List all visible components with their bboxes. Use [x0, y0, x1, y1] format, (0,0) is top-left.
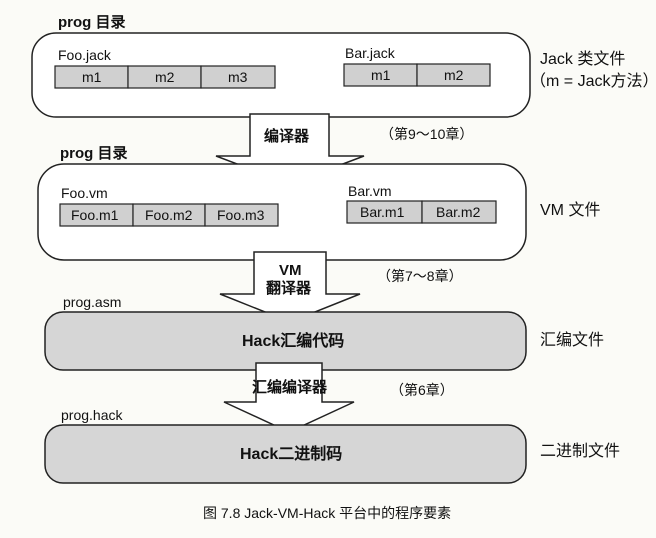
vm-translator-label-line2: 翻译器 — [266, 280, 312, 297]
foo-jack-m1-label: m1 — [82, 69, 102, 85]
hack-content-label: Hack二进制码 — [240, 446, 343, 463]
foo-vm-function-row — [59, 203, 279, 227]
jack-method-note: （m = Jack方法） — [530, 73, 656, 90]
hack-filename: prog.hack — [61, 407, 123, 423]
foo-vm-function-2: Foo.m2 — [145, 207, 193, 223]
vm-files-side-label: VM 文件 — [540, 202, 601, 219]
assembler-label: 汇编编译器 — [252, 379, 328, 396]
foo-jack-method-row — [54, 65, 276, 89]
foo-vm-function-1: Foo.m1 — [71, 207, 119, 223]
jack-files-side-label: Jack 类文件 — [540, 51, 626, 68]
asm-files-side-label: 汇编文件 — [540, 332, 605, 349]
foo-jack-filename: Foo.jack — [58, 47, 111, 63]
bar-jack-cell-m2 — [416, 63, 491, 87]
foo-jack-cell-m3 — [200, 65, 276, 89]
figure-caption: 图 7.8 Jack-VM-Hack 平台中的程序要素 — [203, 505, 452, 521]
bar-jack-method-row — [343, 63, 491, 87]
hack-band — [44, 424, 527, 484]
foo-vm-cell-3 — [204, 203, 279, 227]
bar-vm-function-row — [346, 200, 497, 224]
vm-directory-label: prog 目录 — [60, 145, 128, 162]
bar-vm-function-2: Bar.m2 — [436, 204, 481, 220]
foo-vm-function-3: Foo.m3 — [217, 207, 265, 223]
hack-files-side-label: 二进制文件 — [540, 443, 621, 460]
bar-vm-function-1: Bar.m1 — [360, 204, 405, 220]
bar-vm-filename: Bar.vm — [348, 183, 392, 199]
bar-jack-m2-label: m2 — [444, 67, 464, 83]
foo-jack-m2-label: m2 — [155, 69, 175, 85]
foo-jack-m3-label: m3 — [228, 69, 248, 85]
bar-vm-cell-2 — [421, 200, 497, 224]
bar-jack-filename: Bar.jack — [345, 45, 395, 61]
assembler-arrow — [223, 362, 355, 433]
jack-directory-label: prog 目录 — [58, 14, 126, 31]
vm-translator-label-line1: VM — [279, 262, 302, 279]
compiler-chapter-note: （第9～10章） — [380, 126, 474, 142]
vm-translator-chapter-note: （第7～8章） — [377, 268, 463, 284]
assembler-chapter-note: （第6章） — [390, 382, 454, 398]
compiler-label: 编译器 — [264, 128, 310, 145]
asm-content-label: Hack汇编代码 — [242, 333, 345, 350]
bar-jack-m1-label: m1 — [371, 67, 391, 83]
vm-translator-arrow — [219, 251, 361, 323]
asm-filename: prog.asm — [63, 294, 122, 310]
foo-vm-filename: Foo.vm — [61, 185, 108, 201]
